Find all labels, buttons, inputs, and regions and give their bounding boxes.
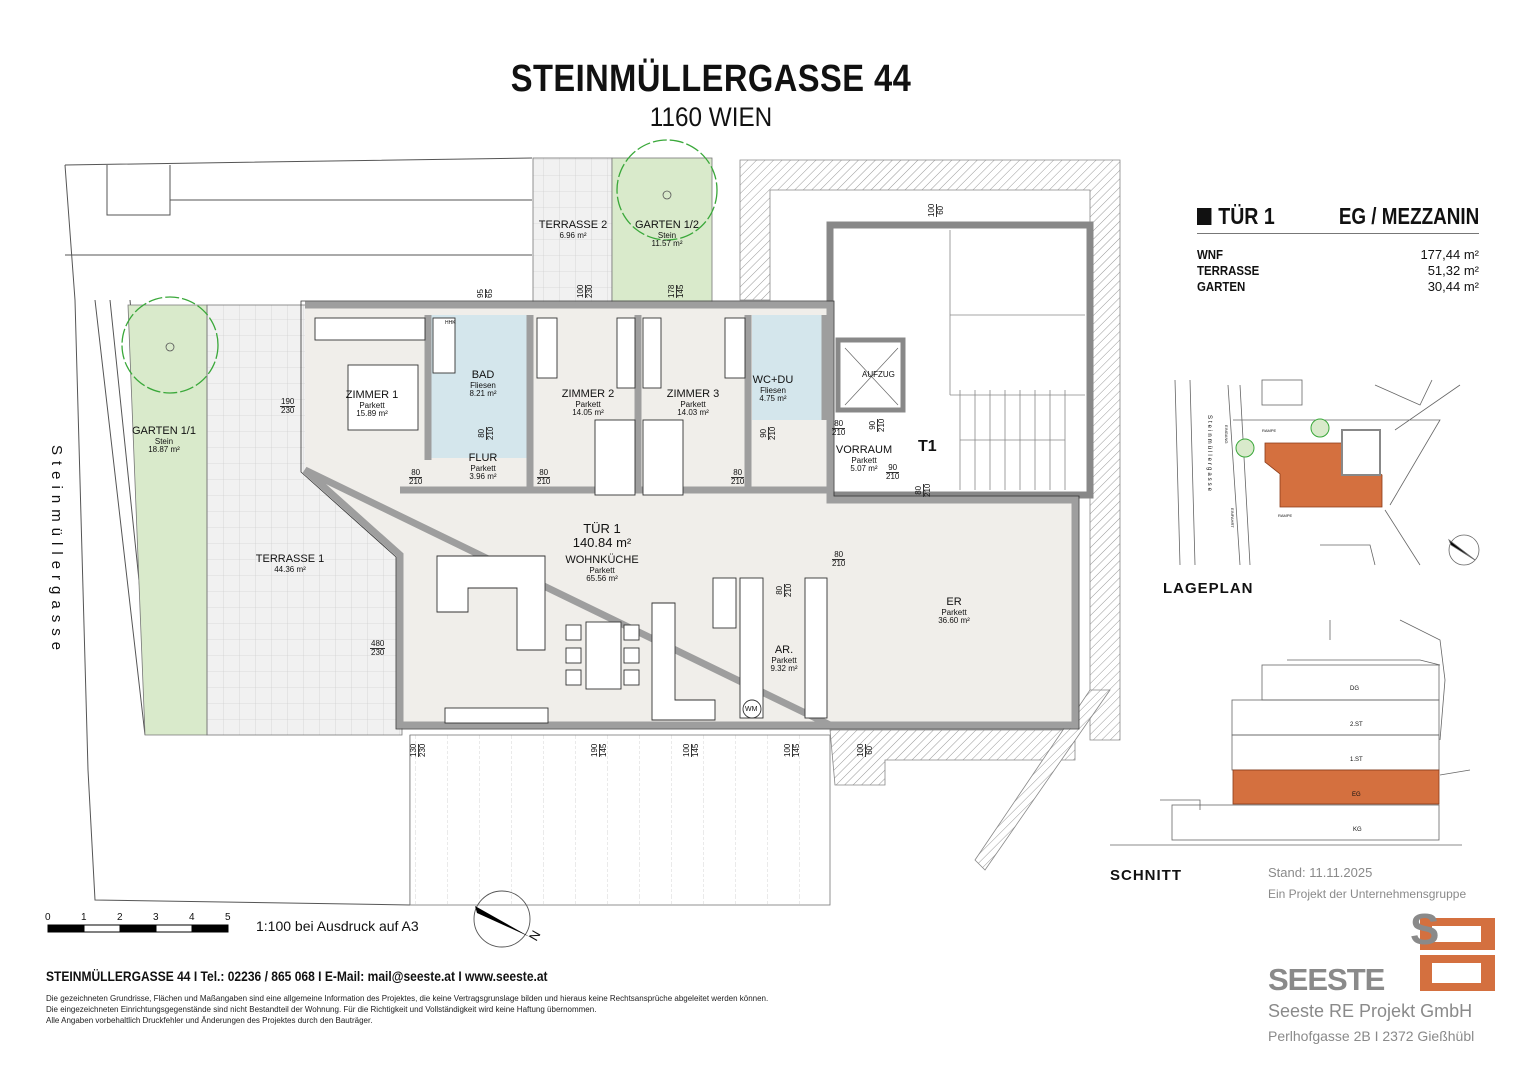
furniture — [314, 317, 828, 724]
hatched-ground — [739, 159, 1121, 871]
section-highlight-eg — [1232, 769, 1440, 805]
seeste-logo — [1420, 918, 1495, 991]
section-drawing — [1110, 619, 1471, 846]
scale-tick: 1 — [81, 912, 87, 923]
page-title: STEINMÜLLERGASSE 44 — [510, 58, 912, 100]
square-icon — [1197, 208, 1212, 225]
company-name: Seeste RE Projekt GmbH — [1268, 1001, 1473, 1021]
wall-outline — [300, 300, 1080, 730]
section-floor-label: DG — [1350, 686, 1359, 692]
site-plan-map — [1174, 379, 1480, 566]
scale-tick: 5 — [225, 912, 231, 923]
disclaimer-line: Die eingezeichneten Einrichtungsgegenstä… — [46, 1005, 597, 1014]
stair-label: T1 — [918, 438, 937, 455]
scale-tick: 0 — [45, 912, 51, 923]
site-plan-label: RAMPE — [1262, 428, 1277, 433]
logo-text: SEESTE — [1268, 962, 1385, 997]
tree-icon — [121, 139, 718, 394]
wc-tiles — [752, 315, 822, 420]
disclaimer-line: Die gezeichneten Grundrisse, Flächen und… — [46, 994, 769, 1003]
terrace-2-area — [532, 157, 613, 304]
city-subtitle: 1160 WIEN — [649, 102, 773, 132]
section-floor-label: 2.ST — [1350, 722, 1363, 728]
scale-bar — [47, 924, 229, 933]
disclaimer-line: Alle Angaben vorbehaltlich Druckfehler u… — [46, 1016, 373, 1025]
scale-tick: 4 — [189, 912, 195, 923]
terrace-south-area — [409, 734, 831, 906]
site-plan-label: EINFAHRT — [1230, 508, 1235, 528]
radiator-label: HHK — [445, 320, 456, 326]
section-floor-label: 1.ST — [1350, 757, 1363, 763]
site-plan-label: RAMPE — [1278, 513, 1293, 518]
site-plan-label: EINGANG — [1224, 425, 1229, 444]
walls — [302, 301, 1079, 729]
site-plan-title: LAGEPLAN — [1163, 580, 1254, 597]
section-floor-label: KG — [1353, 827, 1362, 833]
scale-tick: 3 — [153, 912, 159, 923]
lift-label: AUFZUG — [862, 370, 895, 379]
company-intro: Ein Projekt der Unternehmensgruppe — [1268, 887, 1467, 901]
street-label: Steinmüllergasse — [48, 445, 65, 657]
unit-floor: EG / MEZZANIN — [1338, 203, 1479, 229]
company-address: Perlhofgasse 2B I 2372 Gießhübl — [1268, 1028, 1475, 1044]
site-plan-street: Steinmüllergasse — [1206, 415, 1212, 494]
north-arrow-icon — [473, 890, 531, 948]
plan-date: Stand: 11.11.2025 — [1268, 865, 1373, 880]
scale-tick: 2 — [117, 912, 123, 923]
scale-text: 1:100 bei Ausdruck auf A3 — [256, 918, 419, 934]
unit-number: TÜR 1 — [1218, 203, 1275, 229]
footer-contact: STEINMÜLLERGASSE 44 I Tel.: 02236 / 865 … — [46, 968, 548, 984]
stairs — [949, 230, 1085, 490]
section-title: SCHNITT — [1110, 867, 1182, 884]
washer-label: WM — [745, 706, 758, 713]
site-plan-core — [1341, 429, 1381, 476]
unit-info-header: TÜR 1 EG / MEZZANIN — [1197, 203, 1479, 234]
garden-1-1-area — [127, 304, 208, 736]
logo-letter: S — [1410, 905, 1440, 954]
section-floor-label: EG — [1352, 792, 1361, 798]
